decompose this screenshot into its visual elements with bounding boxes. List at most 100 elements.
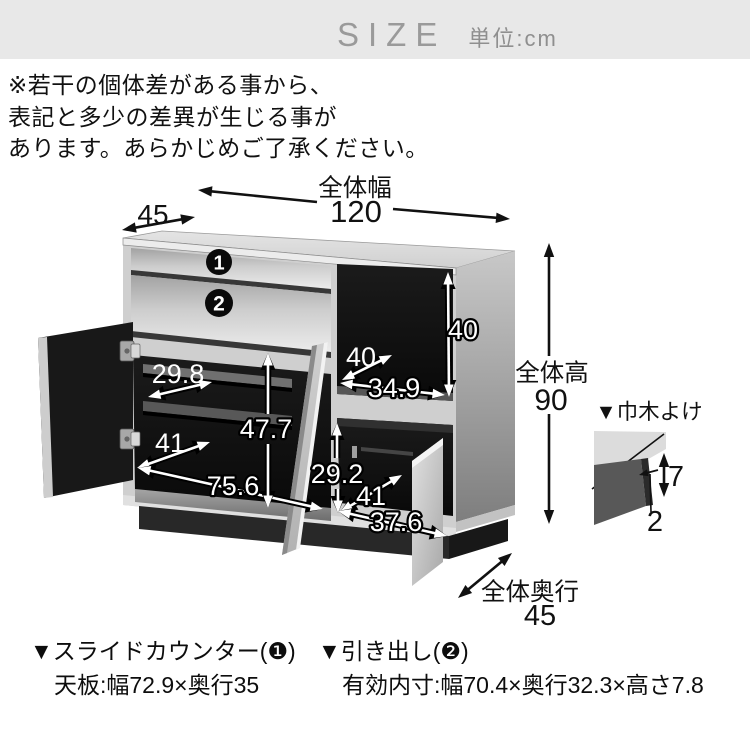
drawer-2-front bbox=[131, 275, 331, 352]
drawer-gap-1 bbox=[131, 270, 331, 294]
left-door-panel bbox=[38, 322, 133, 498]
page-title: SIZE bbox=[337, 16, 447, 53]
dimension-arrow-part bbox=[263, 495, 273, 508]
dimension-arrow-part bbox=[156, 382, 204, 397]
value-open-shelf-height: 40 bbox=[448, 315, 478, 345]
dimension-arrow-part bbox=[497, 553, 512, 566]
value-open-shelf-width: 34.9 bbox=[368, 373, 421, 403]
value-open-shelf-depth: 40 bbox=[346, 342, 376, 372]
bottom-right-inner-strip bbox=[361, 447, 413, 456]
dimension-arrows bbox=[122, 186, 670, 598]
badge-slide-counter: 1 bbox=[206, 249, 232, 275]
kickplate-leader-line bbox=[649, 473, 652, 513]
drawer-1-front bbox=[131, 248, 331, 289]
dimension-arrow-part bbox=[333, 500, 343, 513]
cabinet-drawing: 1 2 bbox=[38, 230, 516, 586]
caption-drawer-title: ▼引き出し(❷) bbox=[318, 638, 469, 664]
value-overall-height: 90 bbox=[534, 384, 567, 417]
header-content: SIZE 単位:cm bbox=[337, 0, 558, 59]
badge-1-number: 1 bbox=[213, 253, 224, 275]
left-compartment-interior bbox=[133, 355, 331, 510]
dimension-arrow-part bbox=[180, 214, 195, 225]
bottom-right-hinge-tab bbox=[352, 446, 357, 458]
door-hinge bbox=[119, 340, 141, 362]
value-top-depth: 45 bbox=[137, 199, 168, 230]
dimension-arrow-part bbox=[465, 558, 505, 593]
dimension-arrow-part bbox=[495, 212, 510, 223]
dimension-arrow-part bbox=[122, 222, 137, 233]
dimension-arrow-part bbox=[347, 478, 395, 509]
dimension-arrow-part bbox=[196, 441, 210, 451]
dimension-arrow-part bbox=[443, 272, 453, 285]
badge-2-number: 2 bbox=[213, 293, 225, 316]
dimension-arrow-part bbox=[378, 355, 392, 365]
dimension-arrow-part bbox=[208, 189, 318, 204]
label-overall-depth: 全体奥行 bbox=[481, 578, 579, 606]
left-shelf-lower-shadow bbox=[143, 411, 292, 430]
bottom-right-door-face bbox=[412, 438, 443, 586]
dimension-arrow-part bbox=[198, 380, 212, 390]
value-right-inner-height: 29.2 bbox=[311, 459, 364, 489]
kickplate-title: ▼巾木よけ bbox=[595, 400, 702, 424]
dimension-arrow-part bbox=[444, 384, 454, 397]
dimension-arrow-part bbox=[340, 379, 353, 390]
bottom-right-door-edge bbox=[412, 438, 443, 468]
plinth-side bbox=[449, 519, 508, 559]
dimension-arrow-part bbox=[543, 510, 555, 524]
label-overall-width: 全体幅 bbox=[318, 174, 392, 202]
value-left-inner-width: 75.6 bbox=[207, 471, 260, 501]
dimension-arrow-part bbox=[138, 466, 152, 476]
dimension-arrow-part bbox=[309, 501, 323, 511]
dimension-labels: 全体幅 120 45 全体高 90 全体奥行 45 7 2 29.8 41 75… bbox=[137, 174, 684, 632]
bottom-board-side-edge bbox=[456, 505, 515, 532]
dimension-arrow-part bbox=[137, 459, 151, 469]
value-overall-width: 120 bbox=[330, 194, 382, 229]
badge-drawer: 2 bbox=[205, 289, 233, 317]
dimension-arrow-part bbox=[392, 207, 500, 220]
open-shelf-floor bbox=[337, 386, 453, 401]
value-right-inner-width: 37.6 bbox=[370, 507, 423, 537]
disclaimer-line-2: 表記と多少の差異が生じる事が bbox=[8, 103, 337, 130]
door-hinge bbox=[119, 428, 141, 450]
value-kickplate-height: 7 bbox=[668, 461, 684, 493]
left-shelf-upper-shadow bbox=[143, 373, 292, 392]
dimension-arrow-part bbox=[639, 469, 649, 477]
dimension-arrow-part bbox=[146, 468, 315, 509]
drawer-gap-2 bbox=[131, 331, 331, 358]
dimension-arrow-part bbox=[332, 423, 342, 436]
dimension-arrow-part bbox=[349, 358, 385, 377]
value-overall-depth: 45 bbox=[524, 600, 556, 632]
dimension-arrow-part bbox=[658, 483, 670, 497]
dimension-arrow-part bbox=[342, 370, 356, 380]
dimension-arrow-part bbox=[658, 453, 670, 467]
dimension-arrow-part bbox=[458, 585, 473, 598]
dimension-arrow-part bbox=[198, 186, 213, 197]
disclaimer-text: ※若干の個体差がある事から、 表記と多少の差異が生じる事が あります。あらかじめ… bbox=[8, 70, 429, 165]
kickplate-plinth bbox=[594, 459, 646, 525]
dimension-arrow-part bbox=[148, 389, 162, 399]
value-right-diagonal: 41 bbox=[356, 481, 386, 511]
left-door bbox=[38, 322, 141, 498]
left-door-edge bbox=[38, 337, 53, 498]
dimension-arrow-part bbox=[263, 353, 273, 366]
value-left-shelf-depth: 29.8 bbox=[152, 359, 205, 389]
bottom-right-top-band bbox=[337, 418, 453, 433]
middle-door-highlight-edge bbox=[296, 342, 328, 550]
caption-slide-counter: ▼スライドカウンター(❶) 天板:幅72.9×奥行35 bbox=[30, 634, 296, 702]
header-bar: SIZE 単位:cm bbox=[0, 0, 750, 59]
value-left-inner-height: 47.7 bbox=[240, 414, 293, 444]
bottom-right-door bbox=[412, 438, 443, 586]
dimension-arrow-part bbox=[433, 528, 447, 538]
disclaimer-line-1: ※若干の個体差がある事から、 bbox=[8, 72, 334, 98]
disclaimer-line-3: あります。あらかじめご了承ください。 bbox=[8, 135, 429, 161]
label-overall-height: 全体高 bbox=[515, 359, 589, 387]
caption-drawer-spec: 有効内寸:幅70.4×奥行32.3×高さ7.8 bbox=[342, 672, 704, 698]
kickplate-detail: ▼巾木よけ bbox=[591, 400, 703, 525]
left-compartment-floor bbox=[135, 489, 331, 521]
caption-drawer: ▼引き出し(❷) 有効内寸:幅70.4×奥行32.3×高さ7.8 bbox=[318, 634, 704, 702]
unit-label: 単位:cm bbox=[468, 26, 558, 51]
cabinet-side-face bbox=[456, 251, 515, 522]
dimension-arrow-part bbox=[388, 475, 402, 486]
caption-slide-counter-title: ▼スライドカウンター(❶) bbox=[30, 638, 296, 664]
caption-slide-counter-spec: 天板:幅72.9×奥行35 bbox=[54, 672, 260, 698]
